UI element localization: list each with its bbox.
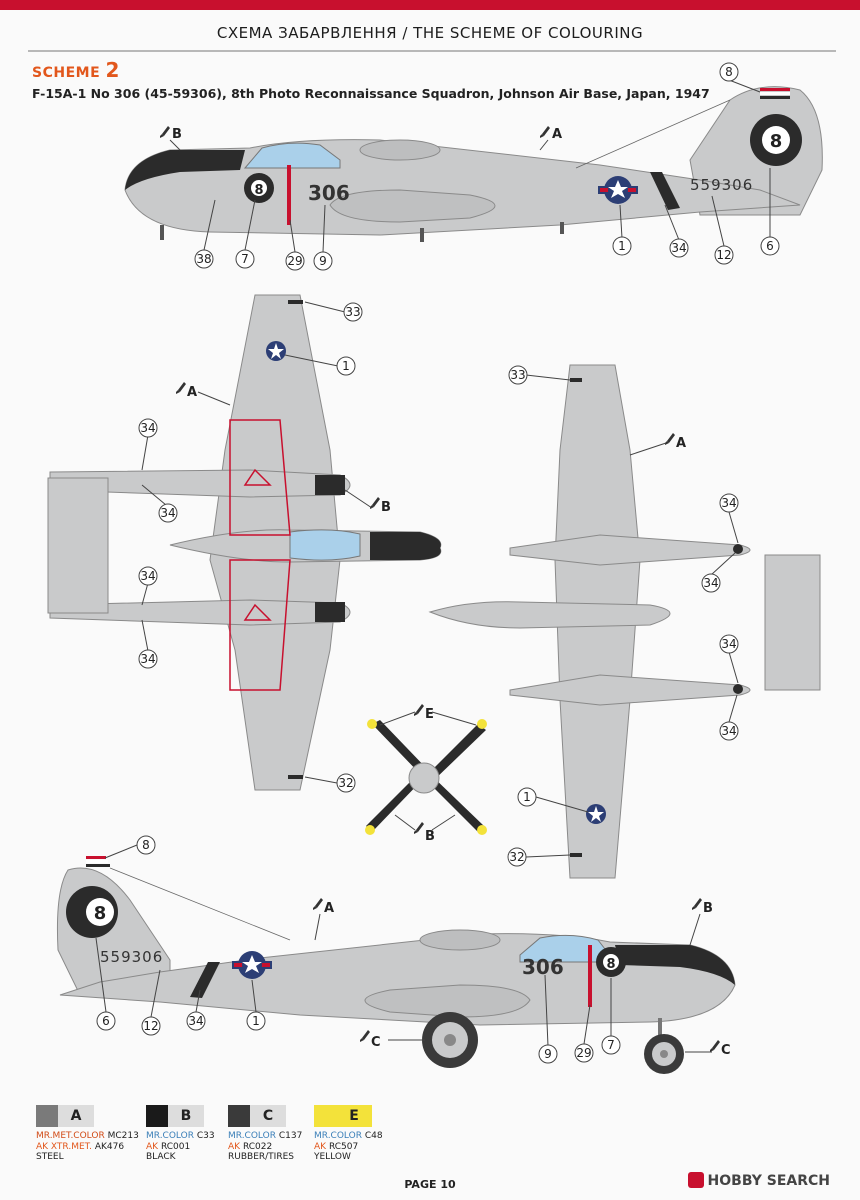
legend-e: E MR.COLOR C48 AK RC507 YELLOW — [314, 1105, 383, 1163]
callout-1-right: 1 — [523, 790, 531, 804]
page-header: СХЕМА ЗАБАРВЛЕННЯ / THE SCHEME OF COLOUR… — [216, 24, 644, 42]
callout-32-left: 32 — [338, 776, 353, 790]
propeller-view: E B — [365, 704, 487, 844]
legend-b: B MR.COLOR C33 AK RC001 BLACK — [146, 1105, 215, 1163]
tail-ball-number-2: 8 — [94, 903, 107, 924]
legend-c: C MR.COLOR C137 AK RC022 RUBBER/TIRES — [228, 1105, 302, 1163]
callout-1-left: 1 — [342, 359, 350, 373]
callout-34-r1: 34 — [721, 496, 736, 510]
paint-letter-e: E — [425, 707, 434, 722]
legend-a: A MR.MET.COLOR MC213 AK XTR.MET. AK476 S… — [36, 1105, 139, 1163]
tail-serial-text: 559306 — [690, 176, 753, 194]
callout-34-r3: 34 — [721, 637, 736, 651]
callout-34-l1: 34 — [140, 421, 155, 435]
hobby-search-logo-icon — [687, 1172, 704, 1188]
scheme-subtitle: F-15A-1 No 306 (45-59306), 8th Photo Rec… — [32, 86, 710, 101]
callout-6-bottom: 6 — [102, 1014, 110, 1028]
side-view-right: 8 306 8 559306 — [56, 856, 736, 1074]
callout-1-bottom: 1 — [252, 1014, 260, 1028]
callout-6-top: 6 — [766, 239, 774, 253]
callout-38: 38 — [196, 252, 211, 266]
callout-7-bottom: 7 — [607, 1038, 615, 1052]
callout-34-r4: 34 — [721, 724, 736, 738]
plan-view-top-callouts: 33 1 A 34 34 34 34 B 32 — [138, 301, 391, 793]
side-view-left-callouts: B A 8 38 7 29 9 1 34 12 6 — [160, 62, 780, 271]
nose-ball-number: 8 — [254, 183, 263, 198]
scheme-label: SCHEME 2 — [32, 58, 120, 82]
tail-ball-number: 8 — [770, 131, 783, 152]
side-view-left: 8 306 8 559306 — [124, 86, 823, 242]
plan-view-top — [47, 294, 442, 791]
callout-34-bottom: 34 — [188, 1014, 203, 1028]
nose-number-text: 306 — [308, 181, 350, 205]
callout-12-top: 12 — [716, 248, 731, 262]
callout-34-r2: 34 — [703, 576, 718, 590]
paint-letter-a-3: A — [676, 436, 686, 451]
callout-9-top: 9 — [319, 254, 327, 268]
callout-34-l4: 34 — [140, 652, 155, 666]
callout-29-bottom: 29 — [576, 1046, 591, 1060]
header-divider — [28, 50, 836, 52]
tail-serial-text-2: 559306 — [100, 948, 163, 966]
legend-chip-e: E — [314, 1105, 372, 1127]
paint-letter-b-1: B — [172, 127, 182, 142]
scheme-number: 2 — [105, 58, 120, 82]
page-number: PAGE 10 — [404, 1178, 456, 1191]
legend-chip-b: B — [146, 1105, 204, 1127]
callout-12-bottom: 12 — [143, 1019, 158, 1033]
callout-1-top: 1 — [618, 239, 626, 253]
plan-view-bottom — [428, 364, 821, 879]
paint-letter-b-3: B — [425, 829, 435, 844]
paint-letter-a-1: A — [552, 127, 562, 142]
callout-8-bottom: 8 — [142, 838, 150, 852]
callout-34-l3: 34 — [140, 569, 155, 583]
nose-ball-number-2: 8 — [606, 957, 615, 972]
callout-34-l2: 34 — [160, 506, 175, 520]
callout-7-top: 7 — [241, 252, 249, 266]
paint-letter-b-4: B — [703, 901, 713, 916]
callout-33-left: 33 — [345, 305, 360, 319]
paint-letter-c-2: C — [721, 1043, 731, 1058]
paint-letter-b-2: B — [381, 500, 391, 515]
callout-32-right: 32 — [509, 850, 524, 864]
paint-letter-c-1: C — [371, 1035, 381, 1050]
side-view-right-callouts: 8 A B 6 12 34 1 9 29 7 C C — [95, 835, 731, 1064]
callout-34-top: 34 — [671, 241, 686, 255]
callout-9-bottom: 9 — [544, 1047, 552, 1061]
legend-chip-c: C — [228, 1105, 286, 1127]
top-accent-bar — [0, 0, 860, 10]
paint-letter-a-4: A — [324, 901, 334, 916]
nose-number-text-2: 306 — [522, 955, 564, 979]
callout-8-top: 8 — [725, 65, 733, 79]
paint-letter-a-2: A — [187, 385, 197, 400]
plan-view-bottom-callouts: 33 A 34 34 34 34 1 32 — [507, 365, 739, 867]
scheme-word: SCHEME — [32, 65, 101, 81]
callout-29-top: 29 — [287, 254, 302, 268]
watermark: HOBBY SEARCH — [687, 1172, 830, 1189]
callout-33-right: 33 — [510, 368, 525, 382]
legend-chip-a: A — [36, 1105, 94, 1127]
